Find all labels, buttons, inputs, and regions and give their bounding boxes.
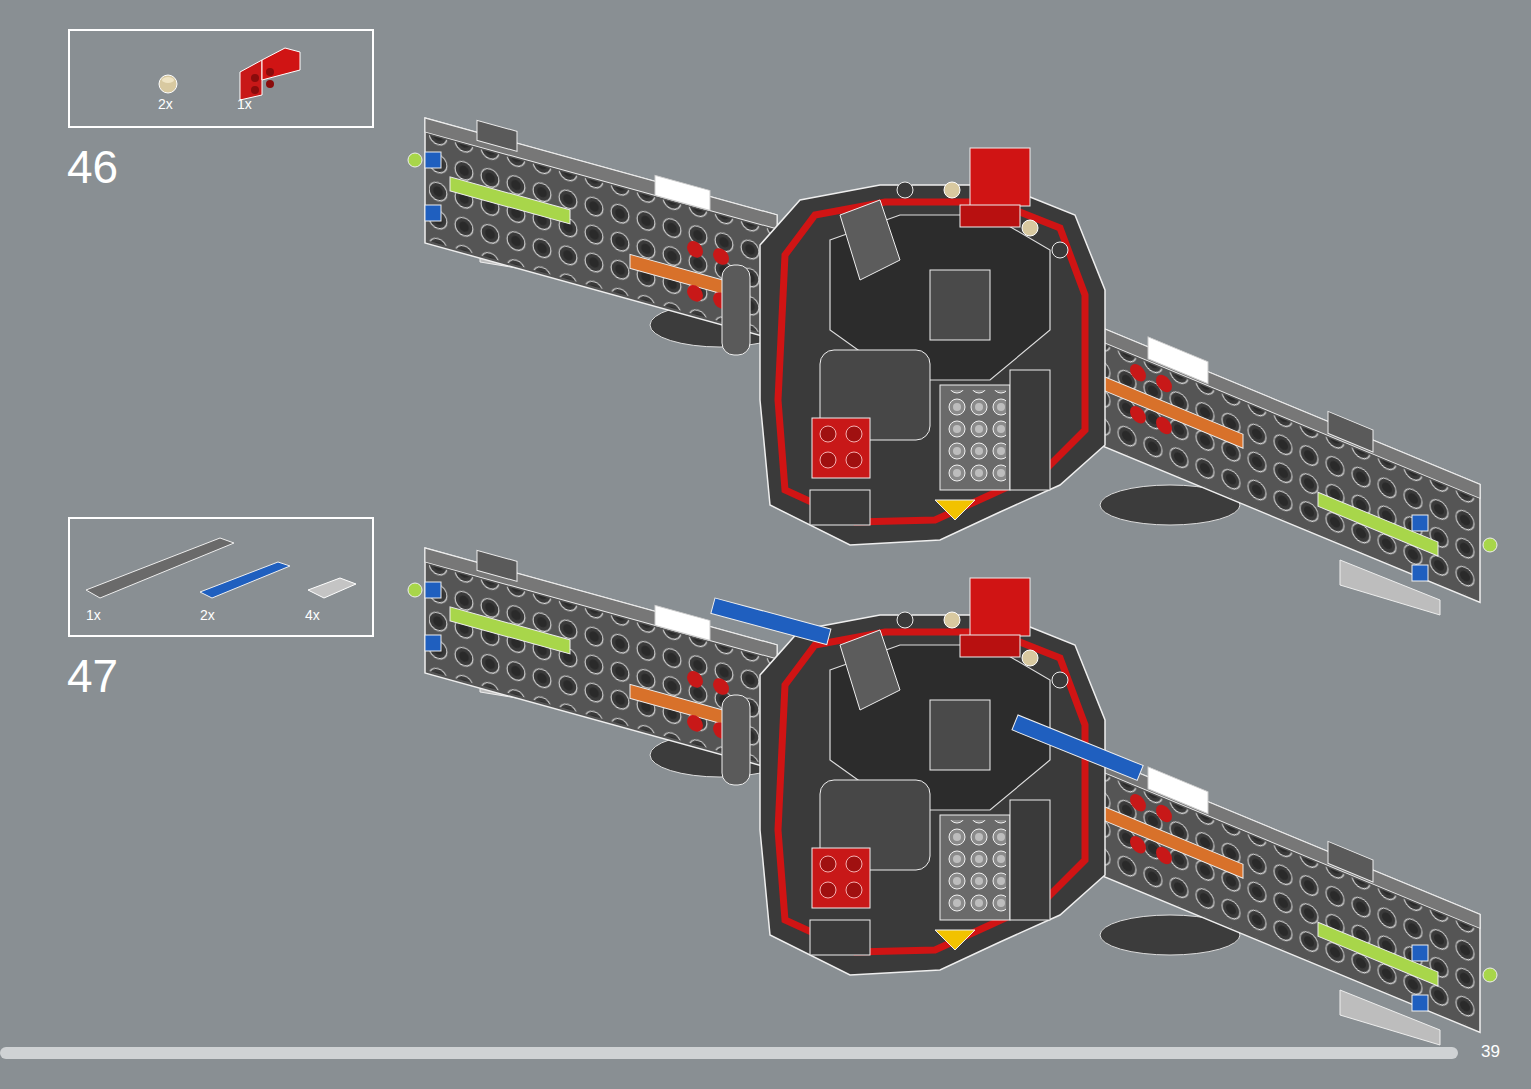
page-number: 39	[1481, 1043, 1500, 1062]
parts-callout: 1x 2x 4x	[68, 517, 374, 637]
step-number: 47	[67, 651, 118, 702]
part-quantity: 1x	[237, 96, 252, 112]
step-number: 46	[67, 142, 118, 193]
part-quantity: 2x	[158, 96, 173, 112]
part-quantity: 1x	[86, 607, 101, 623]
part-quantity: 2x	[200, 607, 215, 623]
part-quantity: 4x	[305, 607, 320, 623]
parts-callout: 2x 1x	[68, 29, 374, 128]
